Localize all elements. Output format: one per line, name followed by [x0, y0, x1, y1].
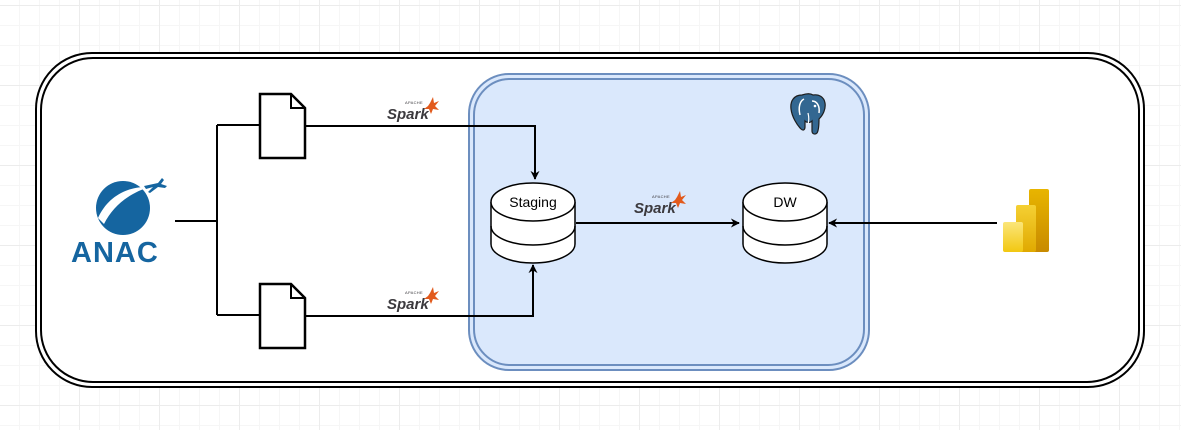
edge-file-bottom-to-staging	[305, 264, 538, 317]
anac-logo-icon	[96, 178, 167, 235]
svg-text:Spark: Spark	[387, 296, 429, 313]
svg-text:APACHE: APACHE	[405, 290, 423, 295]
svg-text:APACHE: APACHE	[405, 100, 423, 105]
anac-logo-text: ANAC	[71, 237, 159, 269]
file-icon-top	[258, 92, 307, 160]
source-split-connector	[175, 124, 260, 316]
spark-logo-icon: APACHE Spark	[634, 191, 686, 217]
staging-database-node[interactable]: Staging	[490, 182, 576, 264]
postgresql-elephant-icon	[790, 93, 826, 135]
svg-text:Spark: Spark	[387, 106, 429, 123]
power-bi-icon	[1003, 189, 1049, 252]
svg-text:Spark: Spark	[634, 200, 676, 217]
staging-label: Staging	[509, 194, 556, 210]
spark-logo-icon: APACHE Spark	[387, 287, 439, 313]
anac-logo: ANAC	[71, 178, 167, 269]
file-icon-bottom	[258, 282, 307, 350]
spark-logo-icon: APACHE Spark	[387, 97, 439, 123]
dw-label: DW	[773, 194, 797, 210]
svg-text:APACHE: APACHE	[652, 194, 670, 199]
edge-file-top-to-staging	[305, 125, 540, 180]
dw-database-node[interactable]: DW	[742, 182, 828, 264]
